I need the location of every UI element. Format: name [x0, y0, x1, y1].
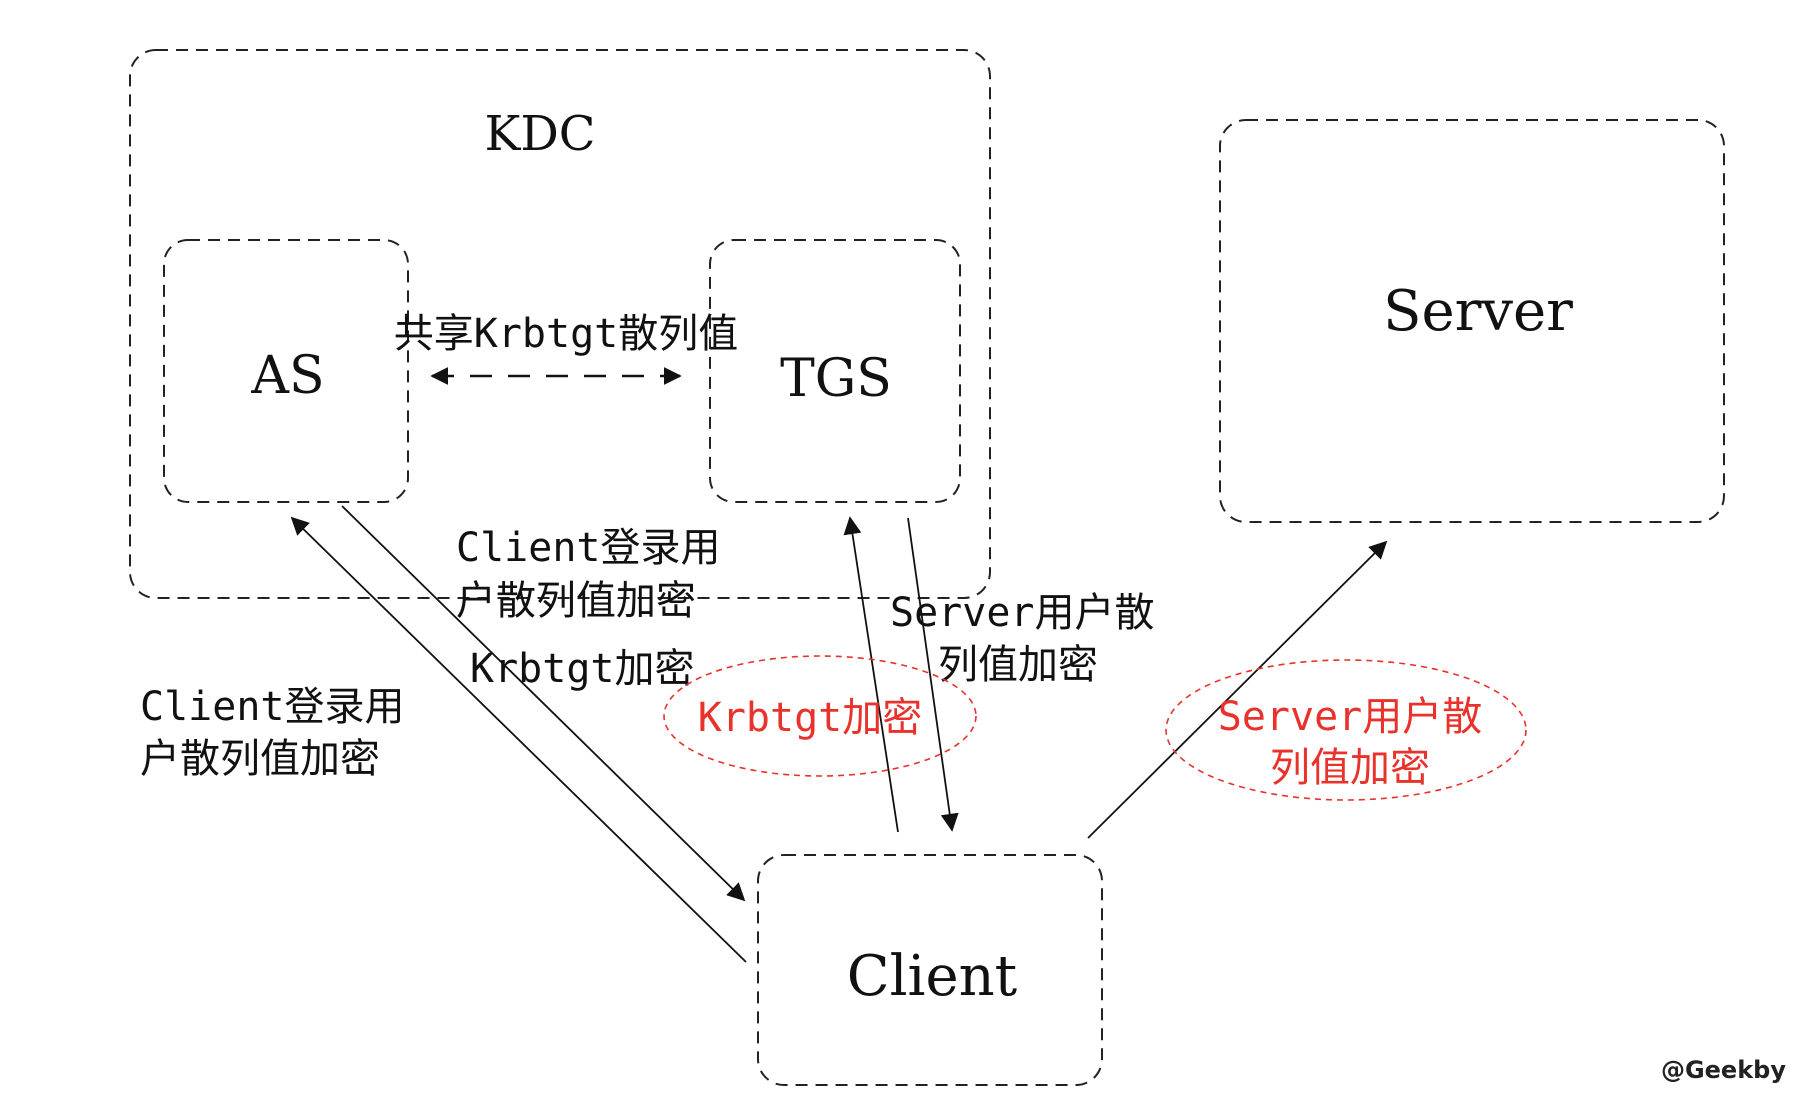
- watermark: @Geekby: [1661, 1056, 1786, 1084]
- client-label: Client: [847, 944, 1018, 1009]
- client-to-as-label-1: Client登录用: [140, 684, 405, 730]
- server-highlight-label-1: Server用户散: [1218, 694, 1483, 740]
- tgs-to-client-label-1: Server用户散: [890, 590, 1155, 636]
- server-box: [1219, 119, 1725, 523]
- server-highlight-ellipse: [1165, 659, 1527, 801]
- server-highlight-label-2: 列值加密: [1270, 745, 1430, 791]
- arrow-tgs-to-client: [907, 517, 959, 832]
- as-box: [163, 239, 409, 503]
- arrow-client-to-server: [1087, 540, 1388, 839]
- client-box: [757, 854, 1103, 1086]
- krbtgt-highlight-ellipse: [663, 655, 977, 777]
- arrow-client-to-tgs: [843, 516, 899, 833]
- as-label: AS: [250, 346, 324, 406]
- as-to-client-label-3: Krbtgt加密: [470, 646, 695, 692]
- as-to-client-label-2: 户散列值加密: [456, 578, 696, 624]
- as-to-client-label-1: Client登录用: [456, 525, 721, 571]
- client-to-as-label-2: 户散列值加密: [140, 736, 380, 782]
- krbtgt-highlight-label: Krbtgt加密: [698, 695, 923, 741]
- tgs-box: [709, 239, 961, 503]
- tgs-to-client-label-2: 列值加密: [938, 642, 1098, 688]
- tgs-label: TGS: [780, 349, 892, 409]
- arrow-client-to-as: [290, 516, 747, 963]
- server-label: Server: [1383, 279, 1573, 344]
- kdc-label: KDC: [484, 106, 595, 162]
- arrow-as-to-client: [341, 505, 746, 902]
- kdc-box: [129, 49, 991, 599]
- shared-hash-label: 共享Krbtgt散列值: [394, 311, 739, 357]
